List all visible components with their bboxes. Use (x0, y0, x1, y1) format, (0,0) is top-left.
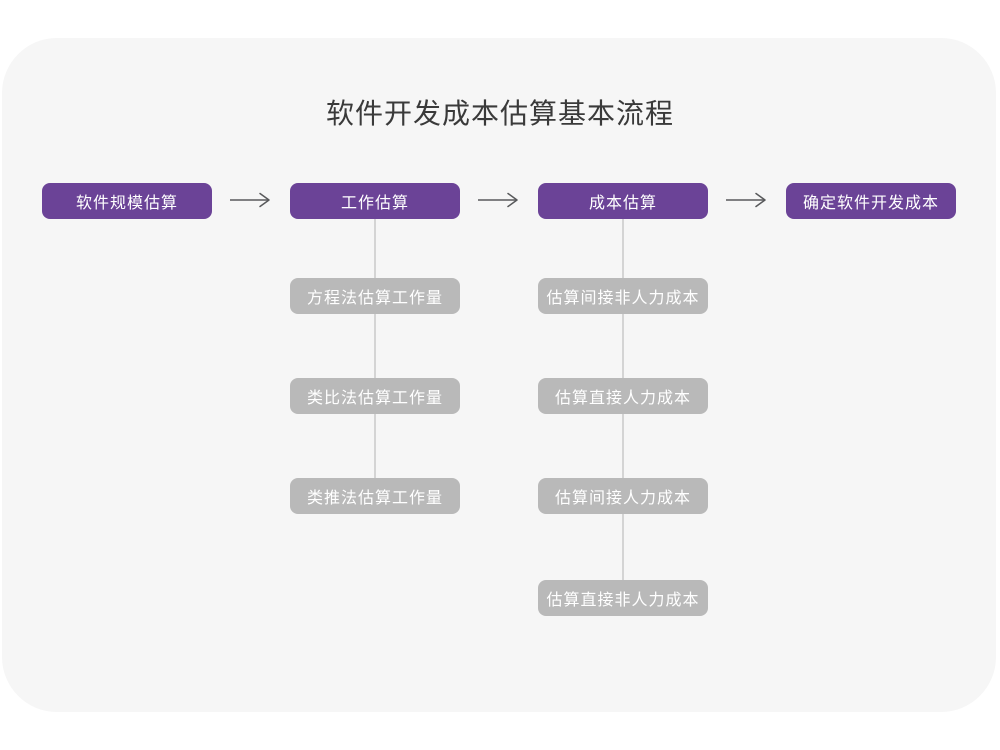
flow-node-equation-method: 方程法估算工作量 (290, 278, 460, 314)
flow-node-direct-labor-cost: 估算直接人力成本 (538, 378, 708, 414)
flow-node-label: 方程法估算工作量 (306, 290, 443, 307)
right-arrow-icon (230, 192, 270, 208)
flow-node-label: 估算间接人力成本 (554, 490, 691, 507)
flow-node-work-estimation: 工作估算 (290, 183, 460, 219)
flow-node-indirect-nonlabor-cost: 估算间接非人力成本 (538, 278, 708, 314)
flow-node-label: 成本估算 (588, 195, 657, 212)
right-arrow-icon (726, 192, 766, 208)
flow-node-label: 类比法估算工作量 (306, 390, 443, 407)
flow-node-determine-development-cost: 确定软件开发成本 (786, 183, 956, 219)
flow-node-label: 估算直接非人力成本 (546, 592, 700, 609)
flow-node-label: 软件规模估算 (75, 195, 178, 212)
flow-node-label: 类推法估算工作量 (306, 490, 443, 507)
flow-node-cost-estimation: 成本估算 (538, 183, 708, 219)
flow-node-extrapolation-method: 类推法估算工作量 (290, 478, 460, 514)
flow-node-direct-nonlabor-cost: 估算直接非人力成本 (538, 580, 708, 616)
flow-node-label: 确定软件开发成本 (802, 195, 939, 212)
flow-node-label: 估算间接非人力成本 (546, 290, 700, 307)
flow-node-analogy-method: 类比法估算工作量 (290, 378, 460, 414)
page-title: 软件开发成本估算基本流程 (325, 98, 674, 129)
canvas-card (2, 38, 996, 712)
right-arrow-icon (478, 192, 518, 208)
flow-node-label: 估算直接人力成本 (554, 390, 691, 407)
flow-node-indirect-labor-cost: 估算间接人力成本 (538, 478, 708, 514)
flow-node-label: 工作估算 (340, 195, 409, 212)
work-estimation-connector-line (374, 219, 376, 481)
flow-node-software-scale-estimation: 软件规模估算 (42, 183, 212, 219)
